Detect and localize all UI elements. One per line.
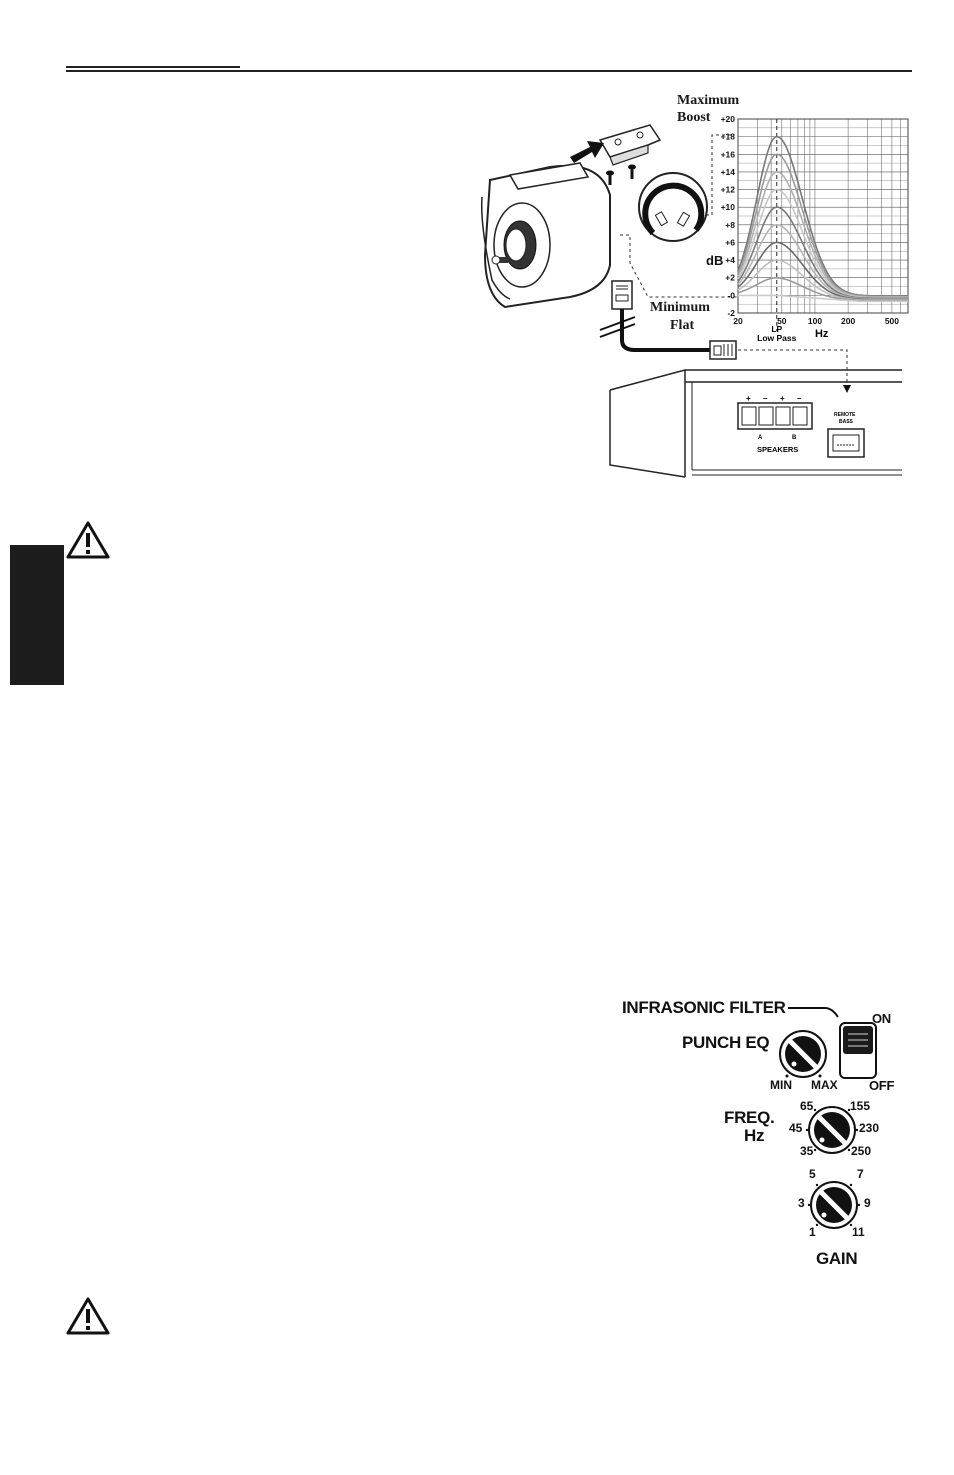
switch-on-label: ON	[872, 1011, 891, 1026]
terminal-b-label: B	[792, 435, 797, 441]
x-tick-label: 50	[777, 316, 787, 326]
y-tick-label: +12	[721, 185, 736, 195]
warning-icon	[66, 1297, 110, 1335]
gain-tick-label: 9	[864, 1196, 871, 1210]
gain-tick-label: 7	[857, 1167, 864, 1181]
freq-tick-label: 45	[789, 1121, 803, 1135]
infrasonic-filter-label: INFRASONIC FILTER	[622, 998, 786, 1017]
boost-label: Boost	[677, 110, 711, 125]
rj-connector-bottom	[709, 340, 737, 360]
control-panel-figure: INFRASONIC FILTER ON OFF PUNCH EQ MIN MA…	[610, 995, 900, 1270]
header-rule	[66, 70, 912, 72]
rj-connector-top	[611, 280, 633, 310]
y-tick-label: -2	[727, 308, 735, 318]
remote-knob-unit	[480, 162, 611, 309]
speakers-label: SPEAKERS	[757, 445, 798, 454]
low-pass-label: Low Pass	[757, 333, 796, 343]
y-tick-label: +16	[721, 149, 736, 159]
y-tick-label: +20	[721, 114, 736, 124]
punch-eq-knob[interactable]	[779, 1030, 827, 1078]
x-tick-label: 20	[733, 316, 743, 326]
y-tick-label: +14	[721, 167, 736, 177]
minimum-label: Minimum	[650, 300, 710, 315]
section-side-tab	[10, 545, 64, 685]
y-tick-label: +6	[725, 237, 735, 247]
punch-min-label: MIN	[770, 1078, 792, 1092]
lp-label: LP	[771, 324, 782, 334]
hz-axis-label: Hz	[815, 328, 829, 340]
punch-eq-label: PUNCH EQ	[682, 1033, 770, 1052]
freq-tick-label: 230	[859, 1121, 880, 1135]
y-tick-label: +10	[721, 202, 736, 212]
polarity-label: –	[763, 394, 768, 403]
infrasonic-switch[interactable]	[839, 1022, 877, 1079]
arrow-icon	[570, 141, 604, 163]
flat-label: Flat	[670, 318, 695, 333]
y-tick-label: -0	[727, 290, 735, 300]
polarity-label: +	[780, 394, 785, 403]
freq-tick-label: 250	[851, 1144, 872, 1158]
remote-bass-illustration: dB	[480, 124, 902, 478]
warning-icon	[66, 521, 110, 559]
maximum-label: Maximum	[677, 93, 740, 108]
bass-label: BASS	[839, 419, 854, 425]
freq-tick-label: 65	[800, 1099, 814, 1113]
gain-tick-label: 11	[852, 1225, 865, 1239]
y-tick-label: +4	[725, 255, 735, 265]
x-tick-label: 100	[808, 316, 822, 326]
mounting-bracket	[598, 124, 662, 166]
gain-knob[interactable]	[807, 1181, 861, 1229]
punch-max-label: MAX	[811, 1078, 838, 1092]
y-tick-label: +8	[725, 220, 735, 230]
gain-tick-label: 1	[809, 1225, 816, 1239]
y-tick-label: +18	[721, 132, 736, 142]
eq-curve	[738, 294, 908, 303]
chart-x-axis: 20 50 100 200 500	[733, 316, 899, 326]
polarity-label: +	[746, 394, 751, 403]
freq-tick-label: 155	[850, 1099, 871, 1113]
frequency-knob[interactable]	[805, 1106, 859, 1154]
freq-label: FREQ.	[724, 1108, 775, 1127]
control-panel-art	[779, 1007, 877, 1229]
terminal-a-label: A	[758, 435, 763, 441]
chart-curves	[737, 135, 908, 303]
screw-icon	[606, 164, 636, 185]
x-tick-label: 200	[841, 316, 855, 326]
y-tick-label: +2	[725, 273, 735, 283]
x-tick-label: 500	[885, 316, 899, 326]
chart-y-axis: +20 +18 +16 +14 +12 +10 +8 +6 +4 +2 -0 -2	[721, 114, 736, 318]
freq-unit-label: Hz	[744, 1126, 765, 1145]
gain-tick-label: 5	[809, 1167, 816, 1181]
remote-label: REMOTE	[834, 412, 856, 418]
gain-tick-label: 3	[798, 1196, 805, 1210]
db-unit-label: dB	[706, 253, 723, 268]
amplifier-chassis	[609, 369, 902, 478]
header-rule-short	[66, 66, 240, 68]
remote-bass-figure: dB	[470, 85, 910, 480]
gain-label: GAIN	[816, 1249, 858, 1268]
freq-tick-label: 35	[800, 1144, 814, 1158]
polarity-label: –	[797, 394, 802, 403]
db-dial-callout	[638, 172, 708, 242]
switch-off-label: OFF	[869, 1078, 895, 1093]
